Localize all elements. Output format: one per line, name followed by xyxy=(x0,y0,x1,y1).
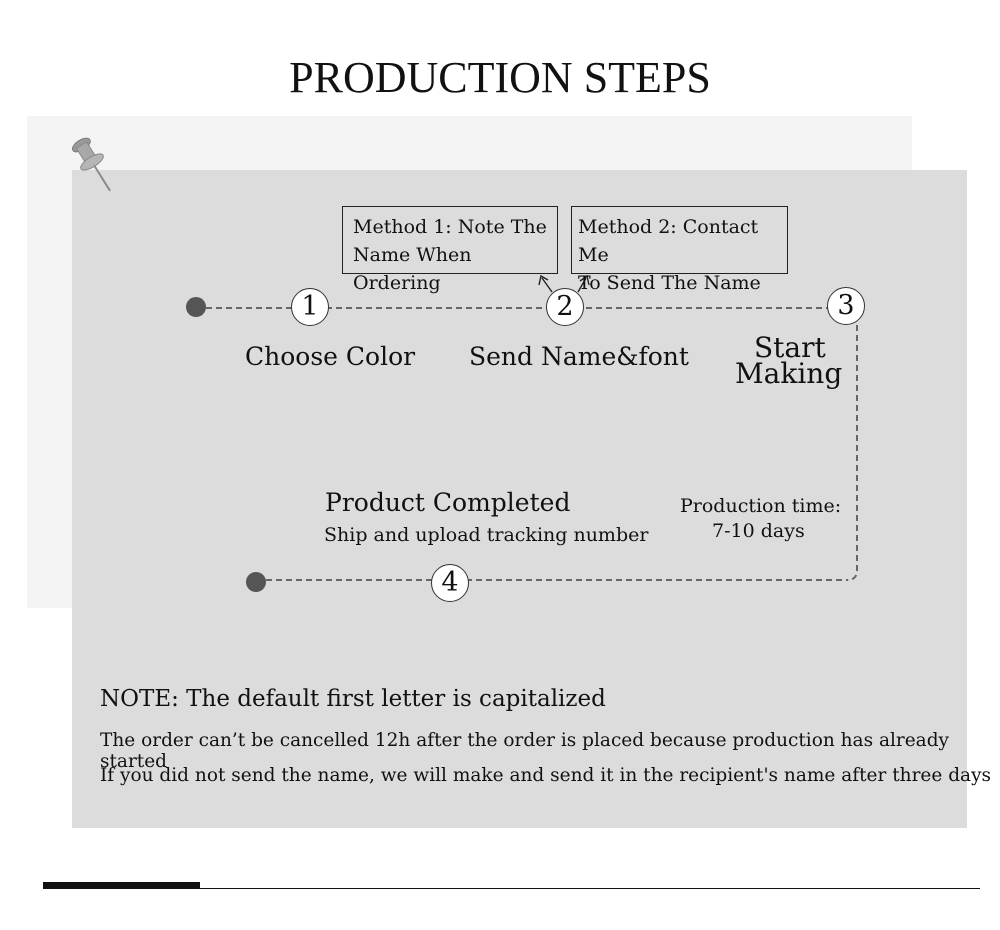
arrow-to-method-1 xyxy=(541,277,553,293)
bottom-rule-accent xyxy=(43,882,200,889)
step-1-label: Choose Color xyxy=(245,342,416,371)
step-4-sublabel: Ship and upload tracking number xyxy=(324,524,649,546)
step-2-label: Send Name&font xyxy=(469,342,689,371)
bottom-rule xyxy=(200,888,980,889)
step-1-circle: 1 xyxy=(291,288,329,326)
connector-line-right xyxy=(846,325,858,581)
production-time-label: Production time: xyxy=(680,495,842,517)
arrowhead-method-1 xyxy=(538,274,549,286)
arrow-to-method-2 xyxy=(577,277,587,293)
note-title: NOTE: The default first letter is capita… xyxy=(100,686,606,712)
note-line-2: If you did not send the name, we will ma… xyxy=(100,765,992,786)
production-time-value: 7-10 days xyxy=(712,520,805,542)
method-1-box: Method 1: Note The Name When Ordering xyxy=(342,206,558,294)
arrowhead-method-2 xyxy=(579,274,590,286)
start-dot-top xyxy=(186,297,206,317)
step-3-circle: 3 xyxy=(827,287,865,325)
start-dot-bottom xyxy=(246,572,266,592)
page-title: PRODUCTION STEPS xyxy=(289,53,711,102)
note-line-1: The order can’t be cancelled 12h after t… xyxy=(100,730,950,772)
step-4-label: Product Completed xyxy=(325,488,571,517)
method-2-box: Method 2: Contact Me To Send The Name xyxy=(571,206,788,294)
steps-card xyxy=(72,170,967,828)
pushpin-icon xyxy=(72,137,111,192)
step-4-circle: 4 xyxy=(431,564,469,602)
step-3-label-line1: Start xyxy=(754,331,826,364)
step-3-label-line2: Making xyxy=(735,357,843,390)
step-2-circle: 2 xyxy=(546,288,584,326)
